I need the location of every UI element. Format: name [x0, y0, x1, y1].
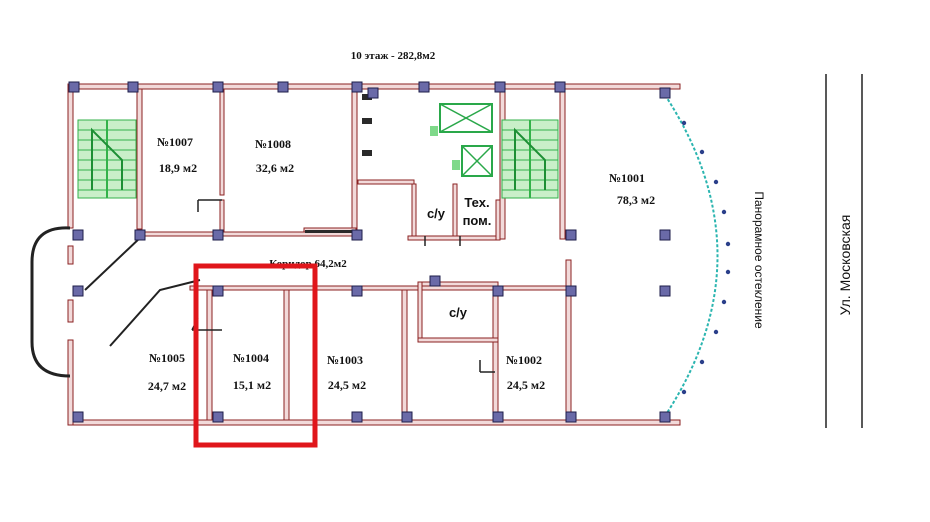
room-1008: №1008 32,6 м2 — [255, 137, 294, 175]
room-area: 24,5 м2 — [507, 378, 545, 392]
corridor-angled-walls — [84, 235, 201, 347]
tech-room-label: Тех. — [464, 195, 489, 210]
room-number: №1001 — [609, 171, 645, 185]
room-1003: №1003 24,5 м2 — [327, 353, 366, 392]
floor-title: 10 этаж - 282,8м2 — [351, 50, 436, 62]
room-number: №1004 — [233, 351, 269, 365]
room-area: 78,3 м2 — [617, 193, 655, 207]
street-lines — [825, 74, 863, 428]
street-label: Ул. Московская — [837, 215, 853, 316]
glazing-arc — [664, 94, 719, 417]
room-1005: №1005 24,7 м2 — [148, 351, 186, 393]
left-balcony — [30, 226, 71, 378]
room-area: 18,9 м2 — [159, 161, 197, 175]
room-area: 15,1 м2 — [233, 378, 271, 392]
tech-room-label: пом. — [463, 213, 492, 228]
outer-walls — [67, 83, 681, 426]
columns — [68, 81, 671, 423]
room-area: 32,6 м2 — [256, 161, 294, 175]
glazing-mullions — [681, 120, 731, 395]
room-number: №1007 — [157, 135, 193, 149]
room-area: 24,7 м2 — [148, 379, 186, 393]
room-1007: №1007 18,9 м2 — [157, 135, 197, 175]
room-number: №1003 — [327, 353, 363, 367]
elevator-icon — [430, 103, 493, 177]
room-number: №1008 — [255, 137, 291, 151]
room-number: №1002 — [506, 353, 542, 367]
bathroom-label: с/у — [427, 206, 446, 221]
room-1004: №1004 15,1 м2 — [233, 351, 271, 392]
highlight-frame — [193, 263, 318, 448]
bathroom-label: с/у — [449, 305, 468, 320]
glazing-label: Панорамное остекление — [752, 191, 766, 329]
room-area: 24,5 м2 — [328, 378, 366, 392]
room-number: №1005 — [149, 351, 185, 365]
stairs-right-icon — [501, 119, 559, 199]
pipes — [305, 94, 372, 233]
room-1002: №1002 24,5 м2 — [506, 353, 545, 392]
room-1001: №1001 78,3 м2 — [609, 171, 655, 207]
stairs-left-icon — [77, 119, 137, 199]
